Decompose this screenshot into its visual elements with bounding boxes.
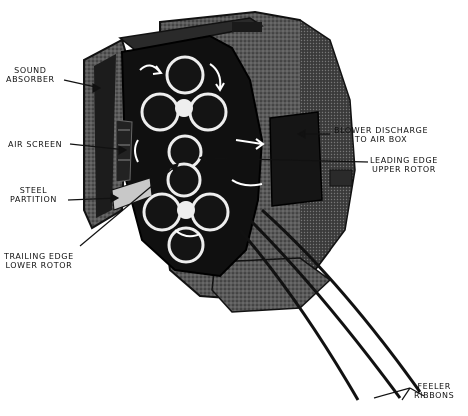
lower-rotor — [142, 162, 230, 264]
label-blower-discharge: BLOWER DISCHARGE TO AIR BOX — [334, 126, 429, 144]
feeler-ribbons — [238, 208, 422, 401]
label-leading-edge-upper-rotor: LEADING EDGE UPPER ROTOR — [370, 156, 438, 174]
label-steel-partition: STEEL PARTITION — [10, 186, 57, 204]
label-sound-absorber: SOUND ABSORBER — [6, 66, 55, 84]
discharge-opening — [269, 111, 353, 207]
label-air-screen: AIR SCREEN — [8, 140, 63, 149]
leader-lines — [63, 79, 425, 401]
label-feeler-ribbons: FEELER RIBBONS — [414, 382, 455, 400]
upper-rotor — [140, 55, 228, 170]
label-trailing-edge-lower-rotor: TRAILING EDGE LOWER ROTOR — [4, 252, 74, 270]
